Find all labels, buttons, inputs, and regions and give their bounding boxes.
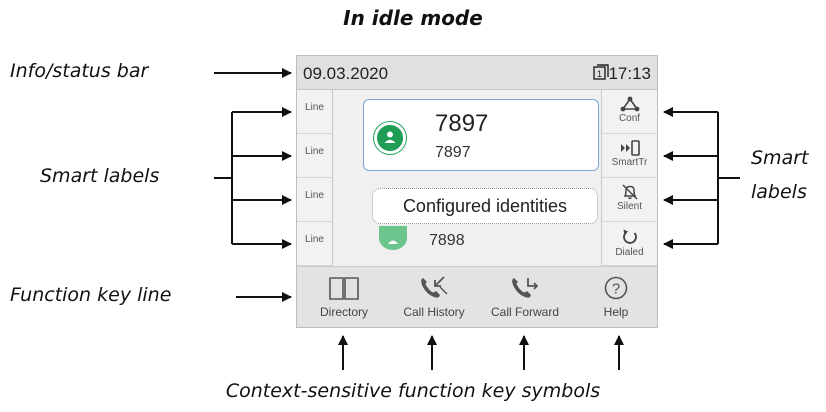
status-date: 09.03.2020 [303,64,389,83]
function-key-line: Directory Call History Call Forward ? He… [297,266,657,327]
smart-transfer-icon [620,140,640,156]
line-indicator-icon: 1 [593,64,609,80]
annotation-smart-labels-left: Smart labels [40,165,160,187]
function-key-label: Directory [319,305,368,319]
annotation-function-key-line: Function key line [10,284,172,306]
smart-key-conf[interactable]: Conf [601,90,657,134]
annotation-info-status-bar: Info/status bar [10,60,149,82]
smart-key-label: Conf [618,113,641,124]
status-time: 17:13 [608,64,651,83]
function-key-label: Call Forward [490,305,559,319]
function-key-call-history[interactable]: Call History [389,267,479,327]
function-key-label: Help [603,305,629,319]
conference-icon [620,96,639,112]
line-indicator-number: 1 [597,69,602,79]
book-icon [329,277,359,300]
identity-subnumber-2[interactable]: 7898 [429,232,465,249]
help-icon: ? [604,276,628,300]
call-forward-icon [512,278,539,298]
annotation-context-sensitive-symbols: Context-sensitive function key symbols [225,380,601,402]
smart-key-smarttr[interactable]: SmartTr [601,134,657,178]
smart-key-label: Dialed [615,247,644,258]
phone-screen: 09.03.2020 1 17:13 Line Line Line Line 7… [296,55,658,328]
annotation-smart-labels-right-line2: labels [751,181,807,203]
status-bar: 09.03.2020 1 17:13 [297,56,657,90]
line-key-label: Line [305,102,324,113]
diagram-title: In idle mode [343,6,483,30]
user-avatar-icon [374,122,406,154]
line-key-1[interactable]: Line [297,90,333,134]
bell-muted-icon [621,184,638,200]
identity-subnumber: 7897 [435,144,471,158]
call-history-icon [421,276,448,298]
function-key-directory[interactable]: Directory [299,267,389,327]
identity-area: 7897 7897 7898 Configured identities [333,90,603,266]
function-key-label: Call History [403,305,465,319]
line-key-label: Line [305,190,324,201]
line-key-label: Line [305,234,324,245]
annotation-smart-labels-right-line1: Smart [751,147,809,169]
configured-identities-tooltip: Configured identities [372,188,598,224]
user-avatar-icon [379,226,407,250]
smart-key-dialed[interactable]: Dialed [601,222,657,266]
function-key-call-forward[interactable]: Call Forward [480,267,570,327]
smart-key-silent[interactable]: Silent [601,178,657,222]
smart-key-label: SmartTr [611,157,648,168]
svg-text:?: ? [612,281,620,298]
line-key-3[interactable]: Line [297,178,333,222]
line-key-4[interactable]: Line [297,222,333,266]
line-key-2[interactable]: Line [297,134,333,178]
identity-number: 7897 [435,110,489,137]
line-key-label: Line [305,146,324,157]
identity-card-selected[interactable]: 7897 7897 [363,99,599,171]
function-key-help[interactable]: ? Help [571,267,657,327]
smart-key-label: Silent [616,201,642,212]
redial-icon [622,229,637,244]
